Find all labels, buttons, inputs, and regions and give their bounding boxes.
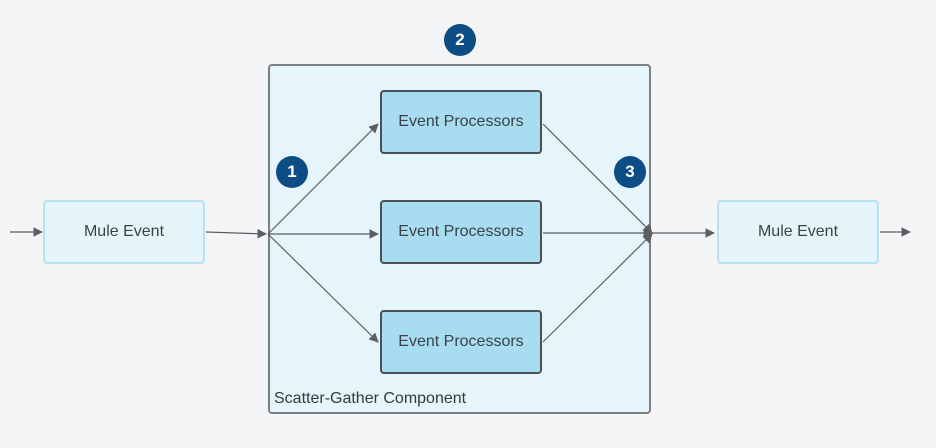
step-badge-2: 2 (444, 24, 476, 56)
event-processors-label-1: Event Processors (398, 113, 524, 130)
step-badge-3: 3 (614, 156, 646, 188)
event-processors-node-1: Event Processors (380, 90, 542, 154)
input-mule-event-node: Mule Event (43, 200, 205, 264)
container-label: Scatter-Gather Component (274, 390, 467, 407)
event-processors-node-3: Event Processors (380, 310, 542, 374)
input-mule-event-label: Mule Event (83, 223, 165, 240)
event-processors-label-3: Event Processors (398, 333, 524, 350)
event-processors-node-2: Event Processors (380, 200, 542, 264)
output-mule-event-node: Mule Event (717, 200, 879, 264)
edge-mule-to-scatter (205, 228, 267, 239)
step-badge-1: 1 (276, 156, 308, 188)
output-mule-event-label: Mule Event (757, 223, 839, 240)
event-processors-label-2: Event Processors (398, 223, 524, 240)
